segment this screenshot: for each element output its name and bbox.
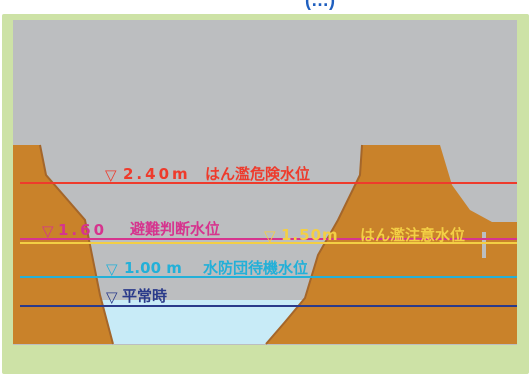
right-bank [266, 145, 517, 344]
left-bank-edge [39, 144, 114, 345]
flood-caution-value: 1.50m [281, 226, 339, 244]
evacuation-value: 1.60 [58, 221, 107, 239]
left-bank [13, 145, 113, 344]
flood-caution-label: はん濫注意水位 [360, 226, 465, 244]
right-bank-edge [265, 144, 363, 345]
diagram-title-fragment: (…) [305, 0, 335, 10]
bank-post [482, 232, 486, 258]
flood-standby-value: 1.00 m [124, 259, 182, 277]
river-water [100, 300, 305, 344]
flood-danger-label: はん濫危険水位 [205, 165, 310, 183]
flood-danger-value: 2.40m [123, 165, 191, 183]
normal-marker-icon: ▽ [106, 288, 118, 306]
normal-label: 平常時 [122, 287, 167, 305]
evacuation-marker-icon: ▽ [42, 222, 54, 240]
flood-caution-marker-icon: ▽ [264, 227, 276, 245]
evacuation-label: 避難判断水位 [130, 220, 220, 238]
flood-danger-marker-icon: ▽ [105, 166, 117, 184]
flood-standby-marker-icon: ▽ [106, 260, 118, 278]
flood-standby-label: 水防団待機水位 [203, 259, 308, 277]
